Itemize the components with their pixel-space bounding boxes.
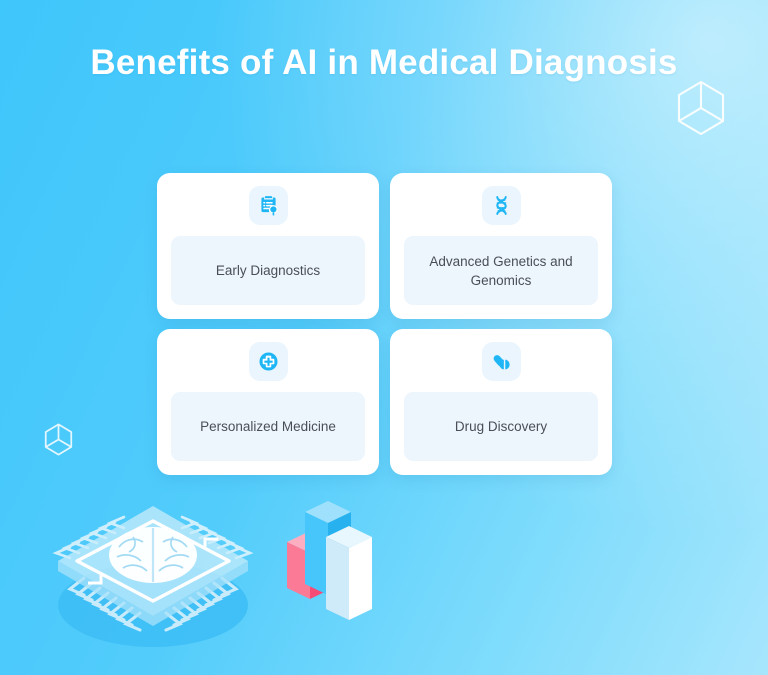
benefit-card-label: Early Diagnostics: [215, 263, 321, 278]
benefit-card-label-box: Early Diagnostics: [171, 236, 365, 305]
wireframe-cube-icon-top-right: [676, 80, 726, 136]
benefit-card-drug-discovery[interactable]: Drug Discovery: [390, 329, 612, 475]
ai-brain-chip-illustration: [52, 506, 254, 647]
bottom-illustration: [0, 495, 768, 675]
benefit-card-label: Advanced Genetics and Genomics: [429, 253, 573, 288]
benefit-card-label-box: Advanced Genetics and Genomics: [404, 236, 598, 305]
wireframe-cube-icon-left: [44, 423, 73, 456]
benefit-card-label-box: Drug Discovery: [404, 392, 598, 461]
benefit-card-label: Drug Discovery: [454, 419, 548, 434]
page-title: Benefits of AI in Medical Diagnosis: [90, 43, 678, 82]
benefit-card-label: Personalized Medicine: [200, 419, 336, 434]
benefit-card-personalized-medicine[interactable]: Personalized Medicine: [157, 329, 379, 475]
benefits-card-grid: Early Diagnostics Advanced Genetics and …: [157, 173, 612, 475]
benefit-card-advanced-genetics[interactable]: Advanced Genetics and Genomics: [390, 173, 612, 319]
clipboard-magnifier-icon: [248, 186, 288, 225]
medical-cross-circle-icon: [248, 342, 288, 381]
benefit-card-early-diagnostics[interactable]: Early Diagnostics: [157, 173, 379, 319]
pills-icon: [481, 342, 521, 381]
dna-helix-icon: [481, 186, 521, 225]
benefit-card-label-box: Personalized Medicine: [171, 392, 365, 461]
isometric-bar-chart-illustration: [287, 501, 372, 620]
